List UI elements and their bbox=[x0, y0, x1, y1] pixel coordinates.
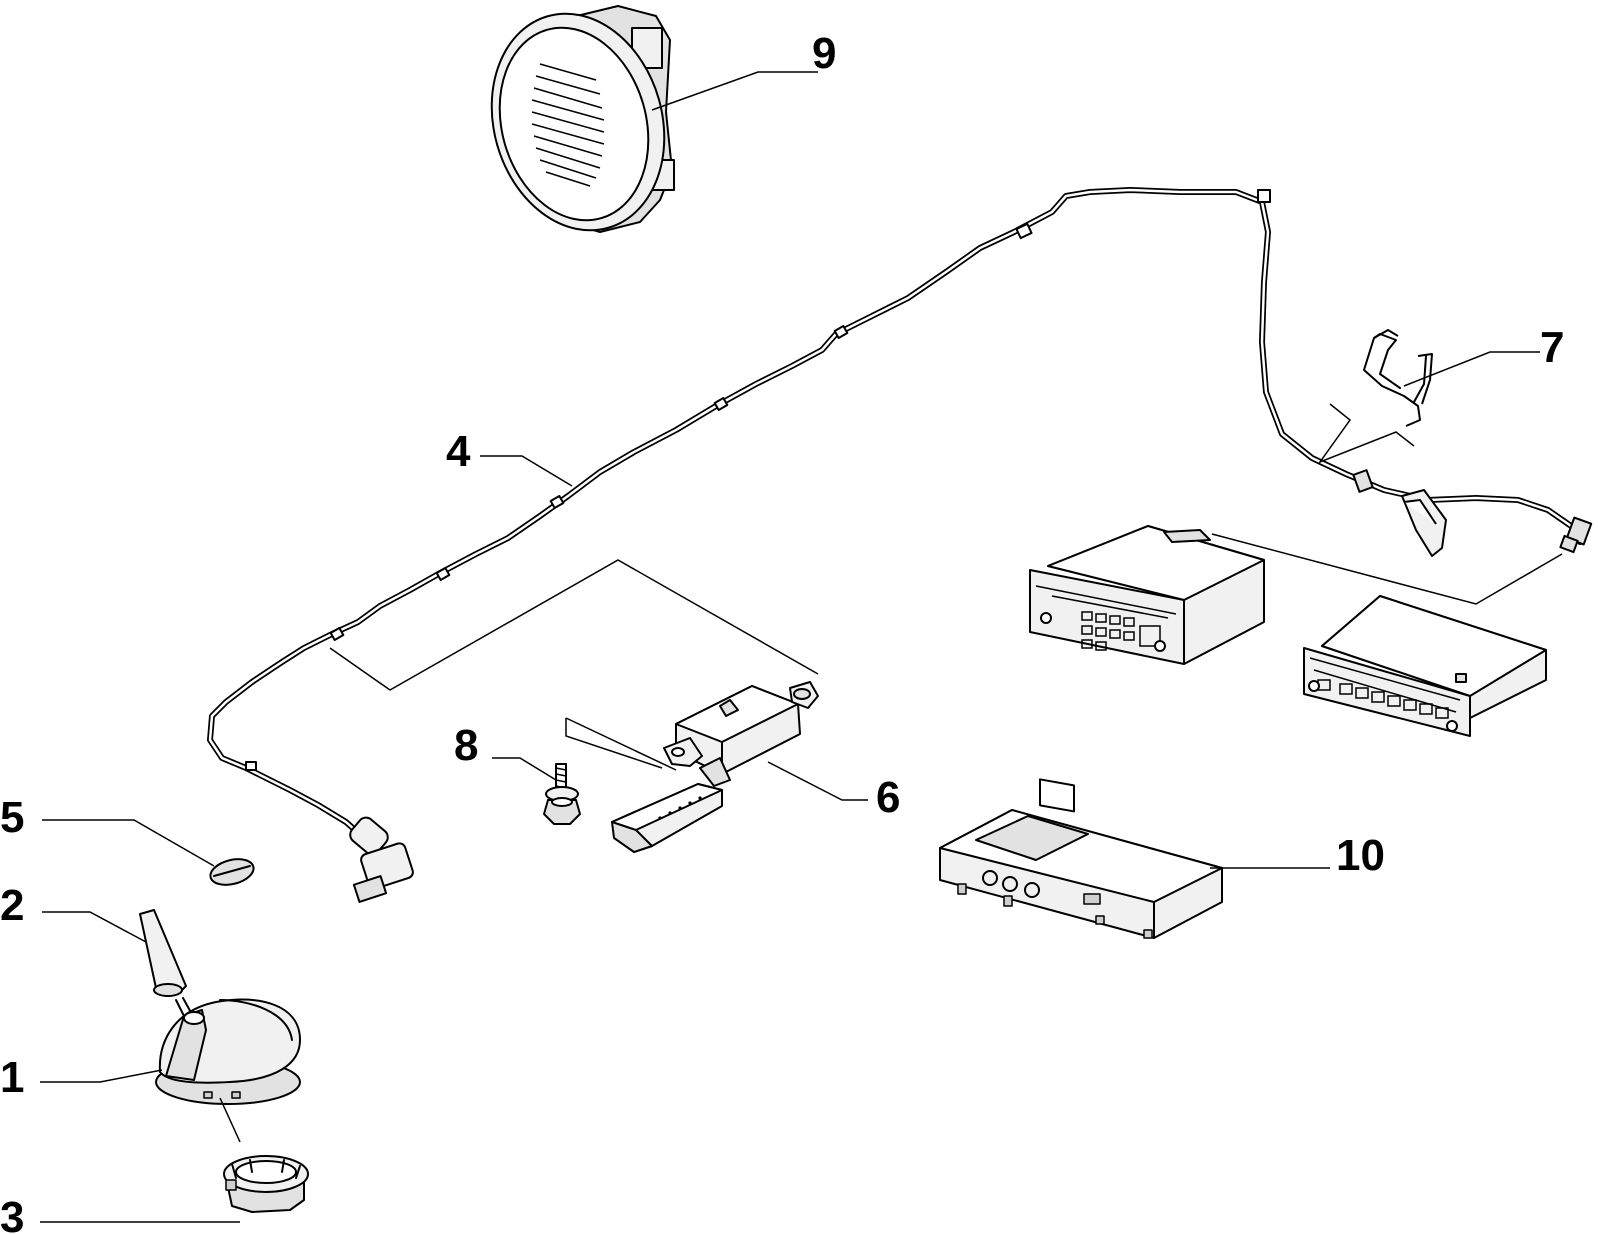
leader-lines bbox=[40, 71, 1563, 1223]
antenna-cable-part bbox=[207, 187, 1593, 903]
callout-6: 6 bbox=[876, 773, 900, 822]
amplifier-part bbox=[663, 681, 819, 787]
callout-9: 9 bbox=[812, 29, 836, 78]
wire-bracket-part bbox=[1363, 329, 1433, 427]
callout-5: 5 bbox=[0, 793, 24, 842]
screw-part bbox=[543, 763, 581, 825]
antenna-base-part bbox=[155, 998, 301, 1105]
amplifier-bracket-part bbox=[611, 783, 723, 853]
loudspeaker-part bbox=[490, 5, 675, 233]
callout-8: 8 bbox=[454, 721, 478, 770]
callout-1: 1 bbox=[0, 1053, 24, 1102]
callout-7: 7 bbox=[1540, 323, 1564, 372]
callout-3: 3 bbox=[0, 1193, 24, 1235]
radio-unit-right bbox=[1303, 595, 1547, 737]
callout-labels: 1 2 3 4 5 6 7 8 9 10 bbox=[0, 29, 1564, 1235]
navigation-unit-part bbox=[939, 809, 1223, 939]
radio-unit-left bbox=[1029, 525, 1265, 813]
callout-4: 4 bbox=[446, 427, 471, 476]
callout-10: 10 bbox=[1336, 831, 1385, 880]
callout-2: 2 bbox=[0, 881, 24, 930]
seal-disc-part bbox=[209, 858, 255, 886]
antenna-nut-part bbox=[223, 1155, 309, 1213]
antenna-mast-part bbox=[139, 909, 195, 1021]
